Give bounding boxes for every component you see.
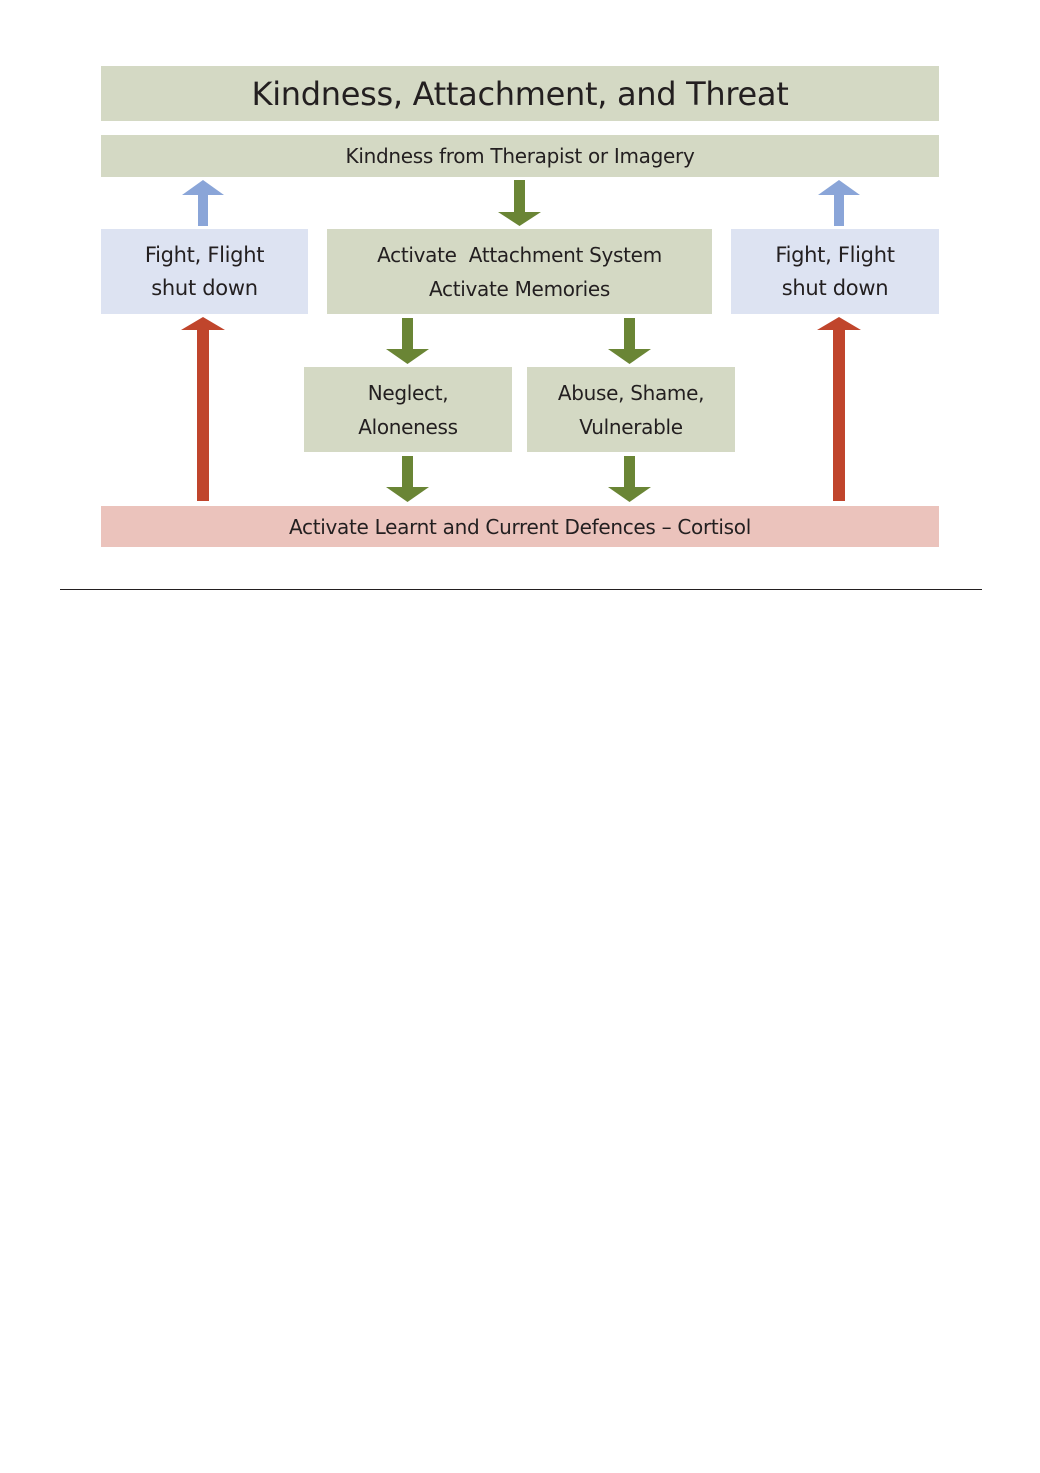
attachment-line1: Activate Attachment System [377,242,662,267]
attachment-line2: Activate Memories [428,276,610,301]
green-down-arrow-to-neglect [386,318,429,364]
fight-flight-left-line1: Fight, Flight [144,242,265,267]
abuse-box: Abuse, Shame, Vulnerable [527,367,735,452]
diagram-title-text: Kindness, Attachment, and Threat [251,74,789,113]
blue-up-arrow-right [818,180,860,226]
red-up-arrow-right [817,317,861,501]
fight-flight-right-line2: shut down [781,275,889,300]
red-up-arrow-left [181,317,225,501]
green-down-arrow-abuse-to-defences [608,456,651,502]
fight-flight-right-line1: Fight, Flight [775,242,895,267]
blue-up-arrow-left [182,180,224,226]
green-down-arrow-to-abuse [608,318,651,364]
fight-flight-left-line2: shut down [151,275,258,300]
fight-flight-right-box: Fight, Flight shut down [731,229,939,314]
abuse-line2: Vulnerable [579,414,683,439]
green-down-arrow-neglect-to-defences [386,456,429,502]
horizontal-rule [60,589,982,590]
green-down-arrow-kindness [498,180,541,226]
defences-box: Activate Learnt and Current Defences – C… [101,506,939,547]
kindness-source-box: Kindness from Therapist or Imagery [101,135,939,177]
diagram-title: Kindness, Attachment, and Threat [101,66,939,121]
fight-flight-left-box: Fight, Flight shut down [101,229,308,314]
neglect-box: Neglect, Aloneness [304,367,512,452]
neglect-line1: Neglect, [367,380,449,405]
neglect-line2: Aloneness [358,414,458,439]
attachment-system-box: Activate Attachment System Activate Memo… [327,229,712,314]
defences-label: Activate Learnt and Current Defences – C… [289,514,751,539]
kindness-source-label: Kindness from Therapist or Imagery [345,144,695,168]
abuse-line1: Abuse, Shame, [557,380,705,405]
